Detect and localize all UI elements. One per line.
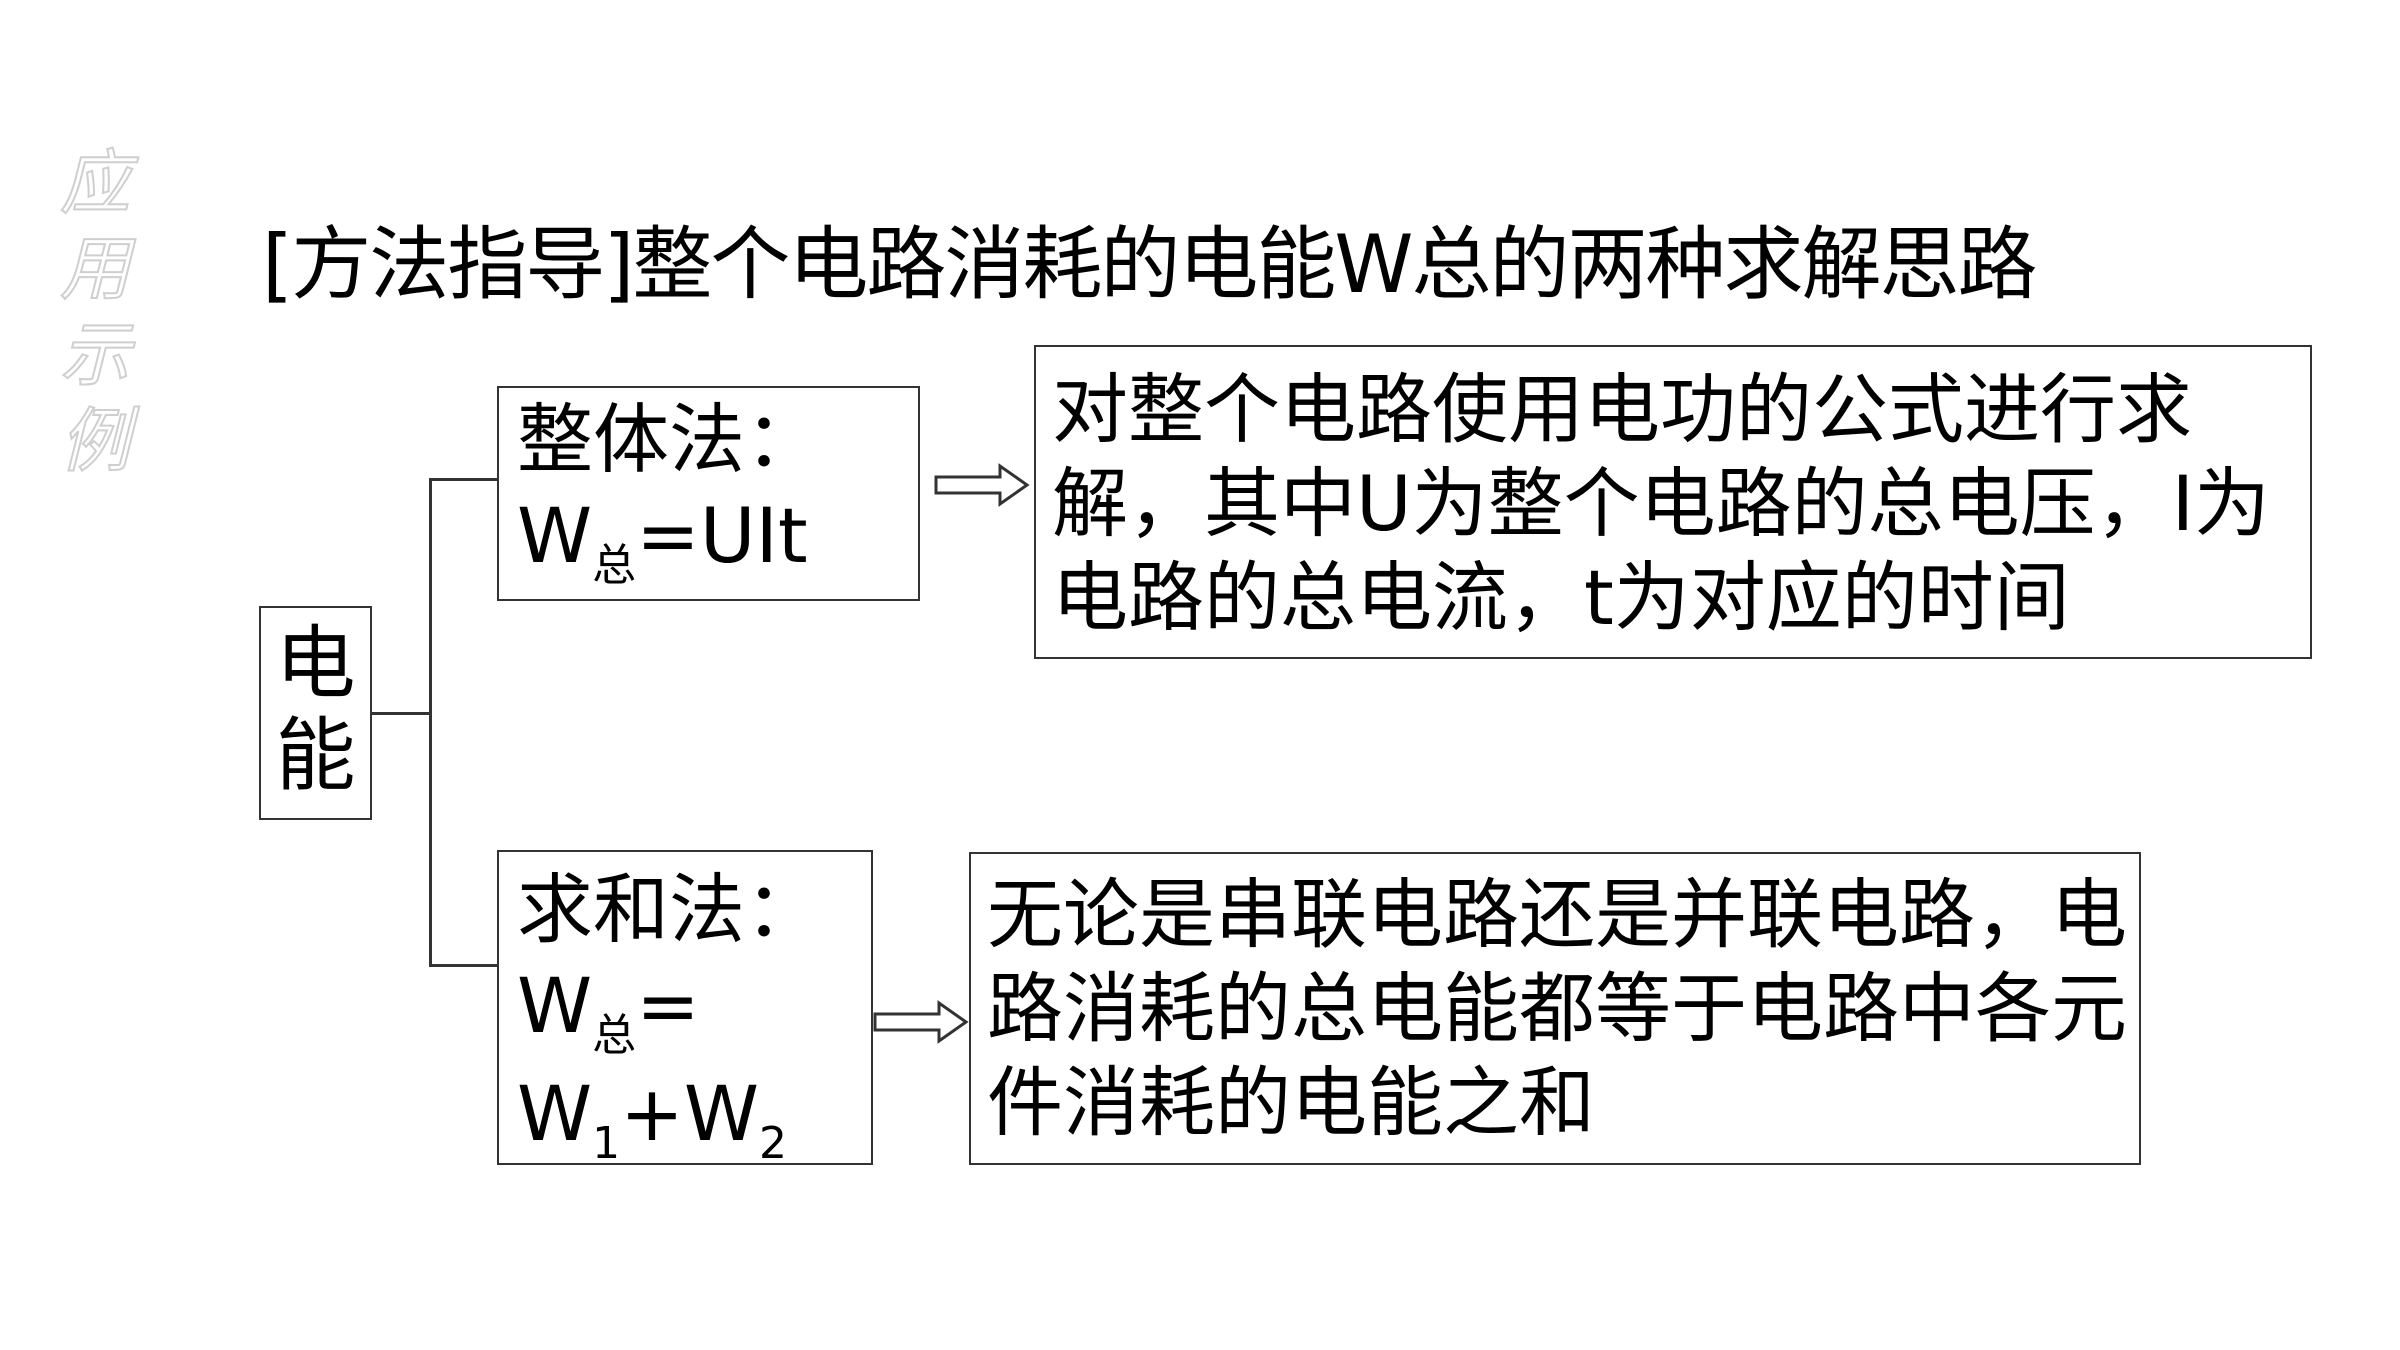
side-label-char: 用 — [59, 227, 131, 311]
side-label-char: 示 — [59, 313, 131, 397]
arrow-right-icon — [934, 463, 1030, 507]
sum-method-formula-line2: W1+W2 — [517, 1066, 871, 1174]
formula-plus: + — [620, 1069, 684, 1158]
formula-w1: W — [517, 1069, 593, 1158]
sum-method-formula-line1: W总= — [517, 958, 871, 1066]
formula-subscript: 总 — [592, 1010, 637, 1061]
page-title: [方法指导]整个电路消耗的电能W总的两种求解思路 — [262, 218, 2038, 311]
energy-char: 电 — [275, 617, 356, 710]
formula-eq: = — [636, 961, 700, 1050]
sum-method-description-box: 无论是串联电路还是并联电路，电路消耗的总电能都等于电路中各元件消耗的电能之和 — [969, 852, 2141, 1165]
formula-w2: W — [683, 1069, 759, 1158]
section-side-label: 应 用 示 例 — [55, 140, 135, 484]
connector-vertical-trunk — [429, 478, 432, 966]
arrow-right-icon — [873, 1000, 969, 1044]
connector-to-whole — [429, 478, 497, 481]
formula-w: W — [517, 961, 593, 1050]
formula-w2-subscript: 2 — [759, 1118, 787, 1169]
energy-char: 能 — [275, 709, 356, 802]
formula-w1-subscript: 1 — [592, 1118, 621, 1169]
sum-method-name: 求和法： — [517, 865, 821, 954]
sum-method-description: 无论是串联电路还是并联电路，电路消耗的总电能都等于电路中各元件消耗的电能之和 — [987, 870, 2127, 1147]
side-label-char: 应 — [59, 141, 131, 225]
formula-rest: =UIt — [636, 491, 808, 580]
side-label-char: 例 — [59, 399, 131, 483]
whole-method-description: 对整个电路使用电功的公式进行求解，其中U为整个电路的总电压，I为电路的总电流，t… — [1052, 365, 2271, 642]
whole-method-description-box: 对整个电路使用电功的公式进行求解，其中U为整个电路的总电压，I为电路的总电流，t… — [1034, 345, 2312, 659]
connector-energy-horizontal — [372, 712, 430, 715]
whole-method-box: 整体法： W总=UIt — [497, 386, 920, 601]
energy-box: 电 能 — [259, 606, 372, 820]
whole-method-name: 整体法： — [517, 395, 821, 484]
formula-subscript: 总 — [592, 540, 637, 591]
formula-w: W — [517, 491, 593, 580]
whole-method-formula: W总=UIt — [517, 488, 918, 596]
connector-to-sum — [429, 964, 497, 967]
sum-method-box: 求和法： W总= W1+W2 — [497, 850, 873, 1169]
